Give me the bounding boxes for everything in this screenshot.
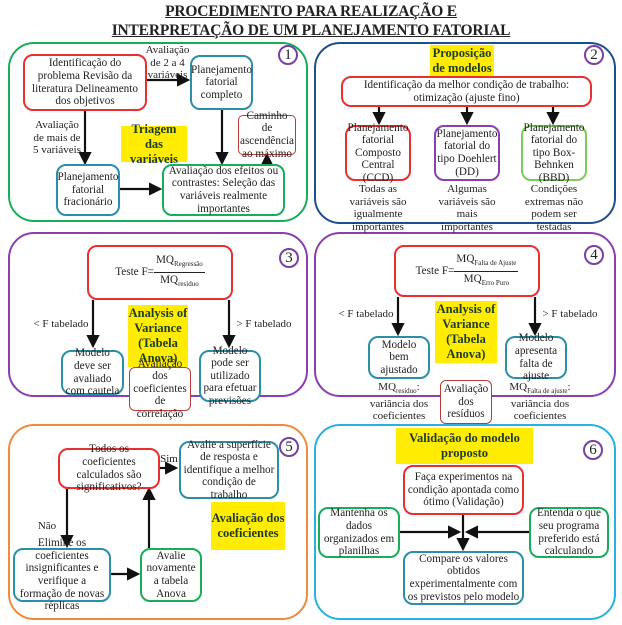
optimization-box: Identificação da melhor condição de trab…	[341, 76, 592, 107]
greater-than-f-label-p4: > F tabelado	[542, 308, 598, 320]
panel-number-1: 1	[278, 45, 298, 65]
design-dd-note: Algumas variáveis são mais importantes	[438, 183, 496, 233]
highlight-anova-p3: Analysis of Variance (Tabela Anova)	[128, 305, 188, 367]
residual-sub: resíduo	[396, 387, 417, 396]
full-factorial-box: Planejamento fatorial completo	[190, 55, 253, 110]
panel-number-6: 6	[583, 440, 603, 460]
less-than-f-label-p4: < F tabelado	[338, 308, 394, 320]
understand-software-box: Entenda o que seu programa preferido est…	[529, 507, 609, 558]
numerator-mq: MQ	[155, 254, 175, 267]
greater-than-f-label-p3: > F tabelado	[236, 318, 292, 330]
panel-number-3: 3	[279, 248, 299, 268]
reevaluate-anova-box: Avalie novamente a tabela Anova	[140, 548, 202, 602]
lof-note-rest: : variância dos coeficientes	[510, 381, 571, 423]
numerator-sub: Falta de Ajuste	[474, 258, 517, 267]
correlation-coefficients-box: Avaliação dos coeficientes de correlação	[129, 358, 191, 420]
numerator-mq: MQ	[456, 252, 475, 265]
f-test-fraction: MQRegressão MQresíduo	[153, 254, 205, 291]
design-bbd-box: Planejamento fatorial do tipo Box-Behnke…	[521, 122, 587, 184]
denominator-mq: MQ	[160, 274, 179, 286]
residual-note-rest: : variância dos coeficientes	[369, 381, 429, 423]
panel-6-validation	[314, 424, 616, 620]
denominator-sub: Erro Puro	[481, 278, 510, 287]
f-test-label: Teste F=	[115, 266, 154, 279]
organize-data-box: Mantenha os dados organizados em planilh…	[318, 507, 400, 558]
panel-5-coefficients	[8, 424, 308, 620]
residual-mq: MQ	[378, 381, 397, 393]
highlight-validation: Validação do modelo proposto	[396, 428, 533, 464]
lof-mq: MQ	[509, 381, 528, 393]
effects-evaluation-box: Avaliação dos efeitos ou contrastes: Sel…	[162, 164, 285, 216]
significance-question-box: Todos os coeficientes calculados são sig…	[58, 443, 160, 493]
label-2-to-4-variables: Avaliação de 2 a 4 variáveis	[145, 44, 190, 82]
design-ccd-box: Planejamento fatorial Composto Central (…	[345, 122, 411, 184]
design-ccd-note: Todas as variáveis são igualmente import…	[349, 183, 407, 233]
f-test-lack-of-fit-box: Teste F= MQFalta de Ajuste MQErro Puro	[394, 245, 540, 297]
panel-number-5: 5	[279, 437, 299, 457]
lack-of-fit-variance-note: MQFalta de ajuste: variância dos coefici…	[500, 381, 580, 423]
highlight-screening: Triagem das variáveis	[121, 122, 187, 166]
title-line-1: PROCEDIMENTO PARA REALIZAÇÃO E	[165, 3, 457, 20]
fractional-factorial-box: Planejamento fatorial fracionário	[56, 164, 120, 216]
less-than-f-label-p3: < F tabelado	[33, 318, 89, 330]
yes-label: Sim	[160, 453, 178, 465]
panel-1-screening	[8, 42, 308, 222]
problem-identification-box: Identificação do problema Revisão da lit…	[23, 54, 147, 111]
validation-experiments-box: Faça experimentos na condição apontada c…	[403, 465, 524, 515]
residuals-evaluation-box: Avaliação dos resíduos	[440, 380, 492, 424]
highlight-model-proposition: Proposição de modelos	[430, 45, 494, 77]
response-surface-box: Avalie a superfície de resposta e identi…	[179, 439, 279, 501]
evaluate-with-caution-box: Modelo deve ser avaliado com cautela	[61, 347, 124, 397]
f-test-label: Teste F=	[415, 264, 455, 277]
highlight-anova-p4: Analysis of Variance (Tabela Anova)	[435, 301, 497, 363]
denominator-mq: MQ	[463, 272, 482, 285]
panel-number-4: 4	[584, 245, 604, 265]
design-dd-box: Planejamento fatorial do tipo Doehlert (…	[434, 125, 500, 181]
eliminate-coefficients-box: Elimine os coeficientes insignificantes …	[13, 537, 111, 612]
lack-of-fit-model-box: Modelo apresenta falta de ajuste	[505, 332, 567, 382]
residual-variance-note: MQresíduo: variância dos coeficientes	[360, 381, 438, 423]
well-fitted-model-box: Modelo bem ajustado	[368, 336, 430, 379]
title-line-2: INTERPRETAÇÃO DE UM PLANEJAMENTO FATORIA…	[111, 22, 511, 39]
ascent-path-box: Caminho de ascendência ao máximo	[238, 109, 296, 160]
f-test-fraction: MQFalta de Ajuste MQErro Puro	[454, 252, 519, 290]
f-test-regression-box: Teste F= MQRegressão MQresíduo	[87, 245, 233, 300]
panel-2-models	[314, 42, 616, 224]
denominator-sub: resíduo	[178, 280, 199, 289]
lof-sub: Falta de ajuste	[527, 387, 568, 396]
compare-values-box: Compare os valores obtidos experimentalm…	[403, 551, 524, 605]
panel-number-2: 2	[584, 45, 604, 65]
highlight-coefficients: Avaliação dos coeficientes	[211, 502, 285, 550]
design-bbd-note: Condições extremas não podem ser testada…	[524, 183, 584, 233]
numerator-sub: Regressão	[174, 260, 203, 269]
label-more-than-5-variables: Avaliação de mais de 5 variáveis	[33, 119, 81, 157]
model-for-predictions-box: Modelo pode ser utilizado para efetuar p…	[199, 345, 261, 407]
no-label: Não	[37, 520, 57, 532]
